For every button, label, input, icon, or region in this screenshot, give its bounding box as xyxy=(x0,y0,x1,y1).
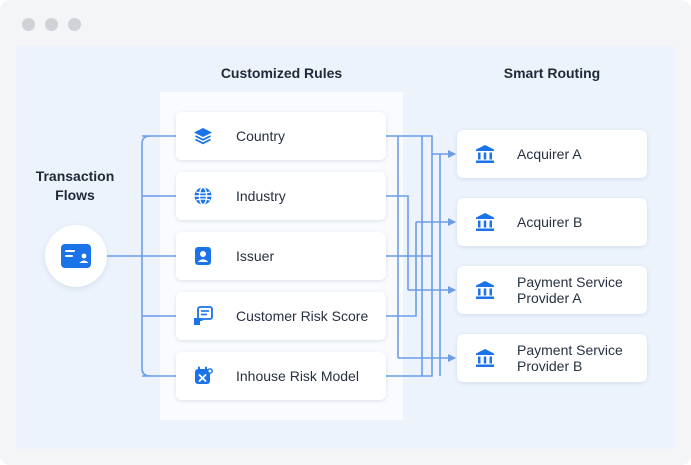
score-card-icon xyxy=(194,306,213,325)
rule-card-industry[interactable]: Industry xyxy=(176,172,386,220)
rule-label: Issuer xyxy=(236,248,275,264)
rule-label: Inhouse Risk Model xyxy=(236,368,359,384)
credit-card-icon xyxy=(61,244,91,268)
route-label: Payment Service Provider B xyxy=(517,342,623,374)
routing-heading: Smart Routing xyxy=(503,65,601,81)
rules-heading: Customized Rules xyxy=(220,65,343,81)
route-card-payment-service-provider-a[interactable]: Payment Service Provider A xyxy=(457,266,647,314)
transaction-flow-node[interactable] xyxy=(45,225,107,287)
bank-icon xyxy=(476,281,494,299)
rule-card-issuer[interactable]: Issuer xyxy=(176,232,386,280)
calendar-model-icon xyxy=(195,366,213,384)
rule-label: Customer Risk Score xyxy=(236,308,369,324)
transaction-flows-heading: Transaction Flows xyxy=(35,168,115,203)
route-card-payment-service-provider-b[interactable]: Payment Service Provider B xyxy=(457,334,647,382)
route-card-acquirer-a[interactable]: Acquirer A xyxy=(457,130,647,178)
window-control-dot[interactable] xyxy=(68,18,81,31)
bank-icon xyxy=(476,213,494,231)
rule-card-country[interactable]: Country xyxy=(176,112,386,160)
rule-card-inhouse-risk-model[interactable]: Inhouse Risk Model xyxy=(176,352,386,400)
route-label: Acquirer A xyxy=(517,146,582,162)
rule-out-line xyxy=(386,222,417,317)
rule-card-customer-risk-score[interactable]: Customer Risk Score xyxy=(176,292,386,340)
rule-label: Industry xyxy=(236,188,286,204)
window-control-dot[interactable] xyxy=(45,18,58,31)
rule-label: Country xyxy=(236,128,286,144)
bank-icon xyxy=(476,349,494,367)
route-label: Payment Service Provider A xyxy=(517,274,623,306)
layers-icon xyxy=(194,128,212,145)
id-badge-icon xyxy=(195,247,211,265)
route-label: Acquirer B xyxy=(517,214,583,230)
window-control-dot[interactable] xyxy=(22,18,35,31)
globe-icon xyxy=(194,186,212,206)
route-card-acquirer-b[interactable]: Acquirer B xyxy=(457,198,647,246)
bank-icon xyxy=(476,145,494,163)
rule-out-line xyxy=(386,195,409,290)
